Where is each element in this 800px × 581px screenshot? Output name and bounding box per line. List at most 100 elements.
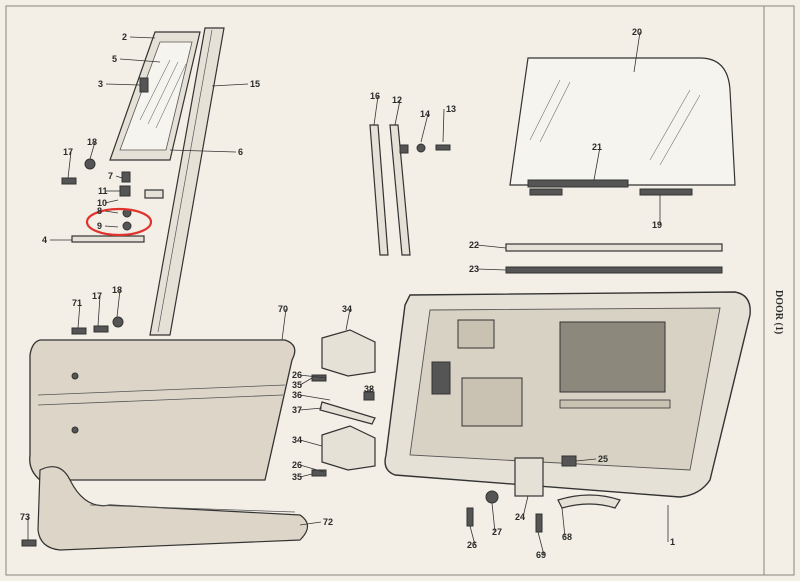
leader-line (442, 108, 445, 143)
callout-number: 17 (63, 147, 73, 157)
door-trim-panel (29, 339, 296, 481)
callout-number: 26 (292, 370, 302, 380)
callout-number: 19 (652, 220, 662, 230)
washer (122, 221, 132, 231)
leader-line (211, 83, 249, 87)
callout-number: 38 (364, 384, 374, 394)
callout-number: 69 (536, 550, 546, 560)
trim-line (37, 384, 286, 396)
callout-number: 23 (469, 264, 479, 274)
trim-line (37, 394, 284, 406)
callout-number: 35 (292, 472, 302, 482)
grommet (84, 158, 96, 170)
striker-bracket (514, 457, 544, 497)
leader-line (299, 394, 331, 401)
glass-channel (529, 188, 563, 196)
callout-number: 9 (97, 221, 102, 231)
screw (435, 144, 451, 151)
callout-number: 24 (515, 512, 525, 522)
callout-number: 37 (292, 405, 302, 415)
leader-line (116, 289, 121, 318)
leader-line (104, 225, 119, 228)
belt-weatherstrip (505, 266, 723, 274)
callout-number: 34 (342, 304, 352, 314)
glass-hatch (539, 81, 571, 143)
screw (21, 539, 37, 547)
callout-number: 36 (292, 390, 302, 400)
leader-line (67, 151, 72, 179)
screw (93, 325, 109, 333)
door-glass (509, 57, 736, 186)
callout-number: 17 (92, 291, 102, 301)
door-access-opening (559, 321, 666, 393)
armrest-pad (37, 466, 309, 551)
leader-line (491, 502, 496, 533)
grommet (112, 316, 124, 328)
callout-number: 7 (108, 171, 113, 181)
division-channel (149, 27, 225, 336)
door-check-link (319, 401, 376, 425)
leader-line (522, 495, 529, 518)
screw (466, 507, 474, 527)
leader-line (119, 58, 161, 63)
nut (119, 185, 131, 197)
trim-clip (71, 426, 79, 434)
leader-line (77, 302, 81, 329)
leader-line (104, 210, 119, 214)
channel-line (157, 29, 213, 333)
page-border (5, 5, 795, 576)
callout-number: 22 (469, 240, 479, 250)
leader-line (299, 377, 313, 386)
callout-number: 4 (42, 235, 47, 245)
highlight-circle (85, 207, 153, 237)
leader-line (476, 268, 507, 271)
door-check (431, 361, 451, 395)
leader-line (633, 31, 641, 73)
glass-channel (639, 188, 693, 196)
callout-number: 73 (20, 512, 30, 522)
glass-channel (527, 179, 629, 188)
callout-number: 18 (87, 137, 97, 147)
leader-line (299, 439, 323, 447)
leader-line (469, 525, 476, 546)
weatherstrip-rear (369, 124, 389, 256)
side-caption: DOOR (1) (773, 290, 784, 334)
callout-number: 68 (562, 532, 572, 542)
leader-line (575, 458, 597, 462)
armrest-line (89, 504, 296, 513)
hinge-plate (457, 319, 495, 349)
rail (559, 399, 671, 409)
trim-clip (71, 372, 79, 380)
callout-number: 5 (112, 54, 117, 64)
vent-window-assembly (109, 31, 201, 161)
vent-latch (139, 77, 149, 93)
glass-hatch (155, 63, 187, 129)
bolt (311, 469, 327, 477)
leader-line (89, 141, 96, 160)
callout-number: 8 (97, 206, 102, 216)
screw (535, 513, 543, 533)
leader-line (420, 113, 429, 143)
screw (71, 327, 87, 335)
door-pull-handle (557, 494, 621, 509)
callout-number: 3 (98, 79, 103, 89)
glass-hatch (139, 59, 171, 121)
leader-line (299, 407, 323, 411)
callout-number: 18 (112, 285, 122, 295)
pivot-plate (144, 189, 164, 199)
callout-number: 25 (598, 454, 608, 464)
callout-number: 21 (592, 142, 602, 152)
leader-line (97, 295, 101, 327)
callout-labels: 1234567891011121314151617171818192021222… (20, 27, 675, 560)
leader-line (281, 308, 287, 341)
callout-number: 27 (492, 527, 502, 537)
callout-number: 71 (72, 298, 82, 308)
callout-number: 15 (250, 79, 260, 89)
leader-line (561, 507, 566, 538)
leader-line (476, 244, 507, 249)
callout-number: 35 (292, 380, 302, 390)
grommet (485, 490, 499, 504)
hinge-upper (321, 329, 376, 377)
callout-number: 72 (323, 517, 333, 527)
